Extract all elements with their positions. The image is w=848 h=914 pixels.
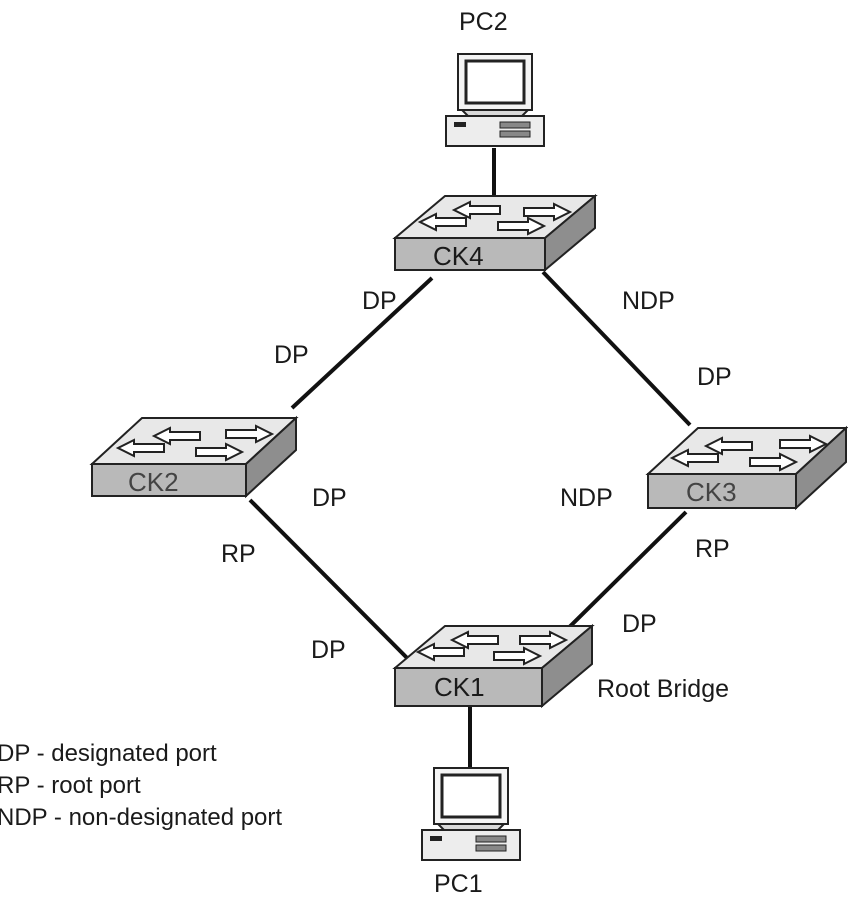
pc1-computer-icon bbox=[421, 767, 521, 861]
switch-ck2-label: CK2 bbox=[128, 467, 179, 497]
switch-ck3-label: CK3 bbox=[686, 477, 737, 507]
port-label: DP bbox=[311, 636, 346, 664]
link-ck4-ck2 bbox=[290, 276, 434, 410]
host-pc2-label: PC2 bbox=[459, 8, 508, 36]
port-label: RP bbox=[695, 535, 730, 563]
pc2-computer-icon bbox=[445, 53, 545, 147]
legend: DP - designated port RP - root port NDP … bbox=[0, 738, 282, 834]
port-label: DP bbox=[274, 341, 309, 369]
port-label: DP bbox=[697, 363, 732, 391]
switch-ck4-label: CK4 bbox=[433, 241, 484, 271]
port-label: DP bbox=[362, 287, 397, 315]
legend-item: DP - designated port bbox=[0, 740, 217, 767]
port-label: NDP bbox=[622, 287, 675, 315]
switch-ck1-icon bbox=[392, 623, 595, 709]
switch-ck1-label: CK1 bbox=[434, 672, 485, 702]
link-ck2-ck1 bbox=[248, 498, 427, 678]
link-ck4-ck3 bbox=[541, 270, 692, 427]
port-label: DP bbox=[622, 610, 657, 638]
root-bridge-label: Root Bridge bbox=[597, 675, 730, 703]
port-label: RP bbox=[221, 540, 256, 568]
switch-ck4-icon bbox=[392, 193, 598, 273]
switch-ck3-icon bbox=[645, 425, 848, 511]
legend-item: RP - root port bbox=[0, 772, 141, 799]
port-label: NDP bbox=[560, 484, 613, 512]
port-label: DP bbox=[312, 484, 347, 512]
host-pc1-label: PC1 bbox=[434, 870, 483, 898]
legend-item: NDP - non-designated port bbox=[0, 804, 283, 831]
switch-ck2-icon bbox=[89, 415, 299, 499]
